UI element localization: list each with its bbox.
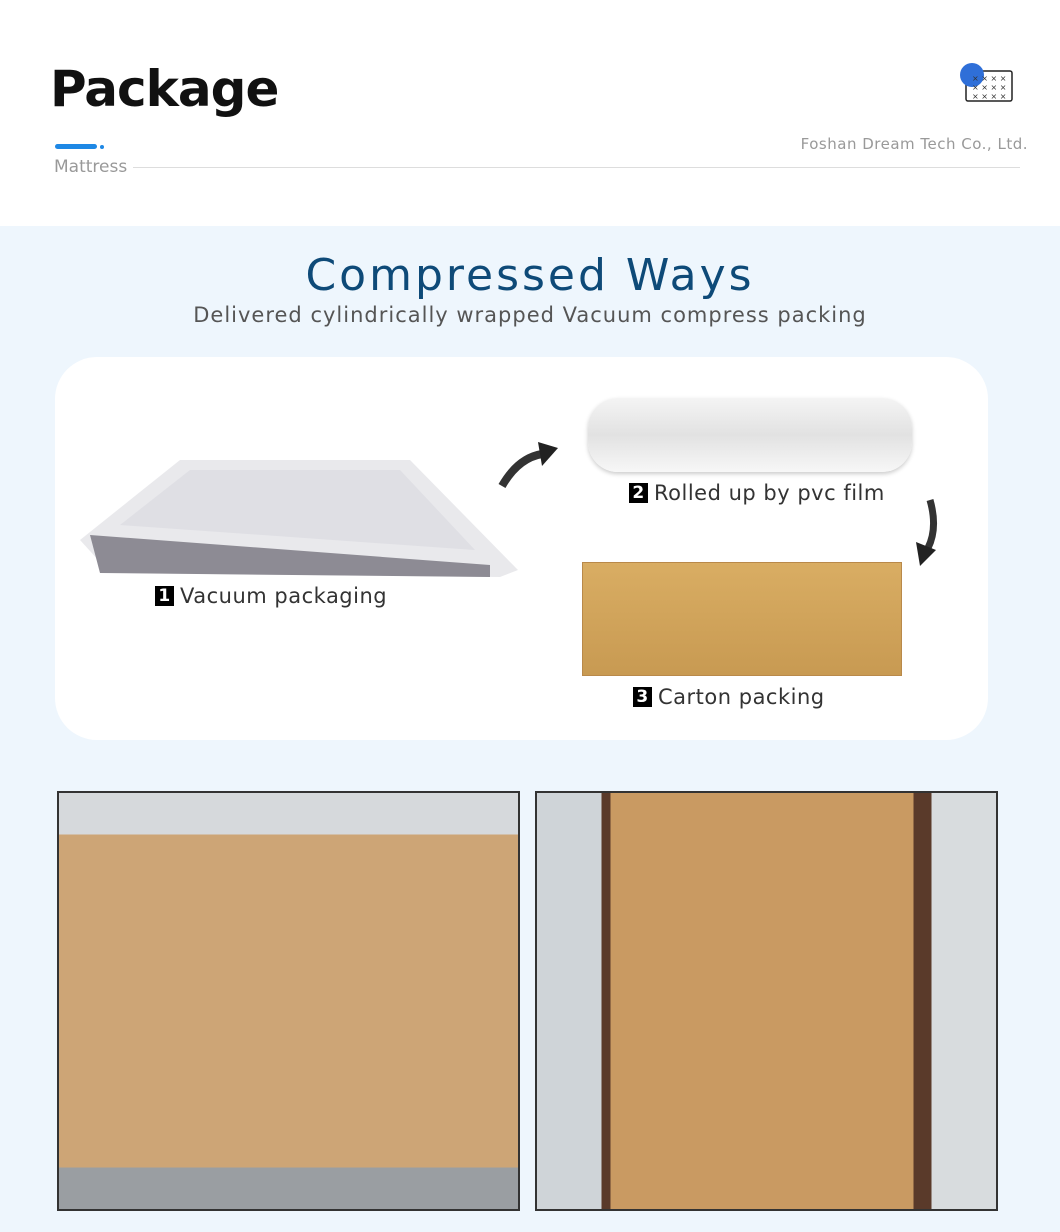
company-name: Foshan Dream Tech Co., Ltd. [800,135,1028,153]
step-number: 3 [633,687,652,707]
step-number: 2 [629,483,648,503]
pallet-of-cartons-photo [57,791,520,1211]
svg-text:× × × ×: × × × × [972,92,1006,101]
divider [133,167,1020,168]
section-title: Compressed Ways [305,250,755,301]
section-subtitle: Delivered cylindrically wrapped Vacuum c… [193,303,867,327]
page-subtitle: Mattress [54,157,128,177]
step-1-label: 1 Vacuum packaging [155,584,387,608]
step-3-label: 3 Carton packing [633,685,825,709]
page-title: Package [50,60,279,118]
curved-arrow-down-icon [916,499,937,566]
step-number: 1 [155,586,174,606]
curved-arrow-up-right-icon [498,442,558,489]
rolled-mattress-image [588,398,912,472]
step-text: Carton packing [658,685,825,709]
loaded-container-photo [535,791,998,1211]
step-text: Vacuum packaging [180,584,388,608]
mattress-grid-logo-icon: × × × ×× × × ×× × × × [960,63,1013,102]
carton-box-image [582,562,902,676]
accent-bar [55,144,97,149]
step-text: Rolled up by pvc film [654,481,885,505]
svg-text:× × × ×: × × × × [972,74,1006,83]
vacuum-mattress-image [80,460,518,577]
step-2-label: 2 Rolled up by pvc film [629,481,885,505]
svg-text:× × × ×: × × × × [972,83,1006,92]
accent-dot [100,145,104,149]
